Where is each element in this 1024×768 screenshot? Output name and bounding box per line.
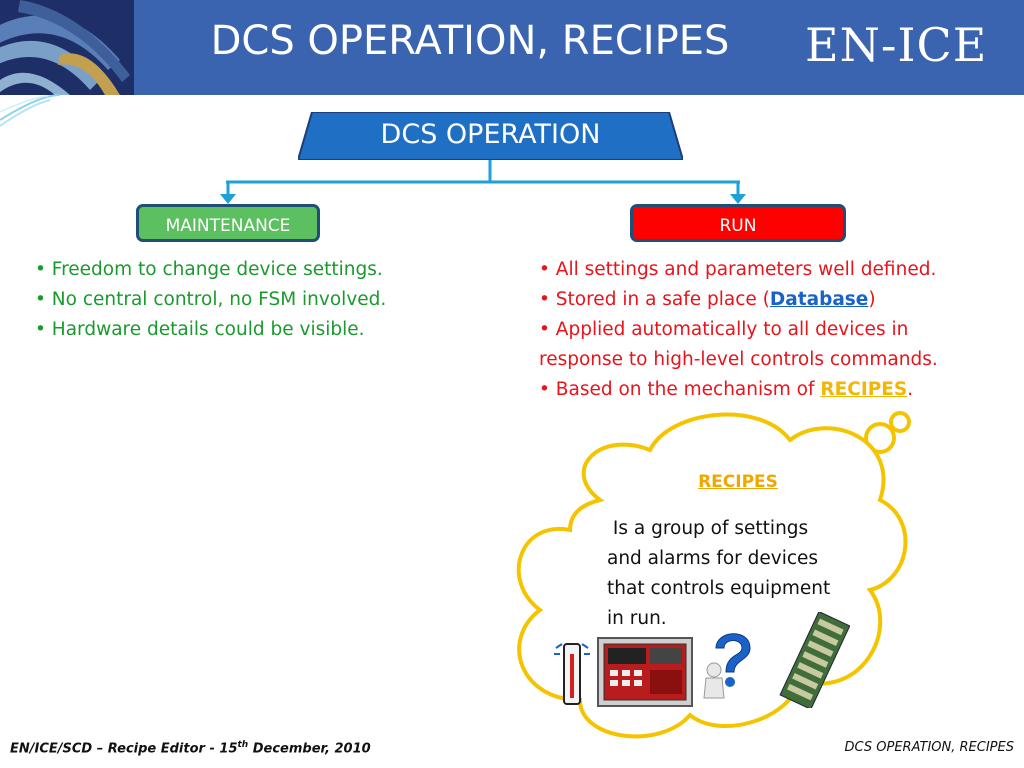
run-bullet: • Applied automatically to all devices i… — [539, 319, 909, 340]
brand-logo-text: EN-ICE — [805, 18, 988, 72]
accelerator-logo-icon — [0, 0, 134, 95]
device-panel-icon — [597, 637, 693, 707]
maintenance-node: MAINTENANCE — [136, 204, 320, 242]
dcs-operation-node: DCS OPERATION — [298, 112, 683, 160]
run-bullet-list: • All settings and parameters well defin… — [539, 255, 938, 405]
maintenance-bullet: • Hardware details could be visible. — [35, 319, 365, 340]
run-bullet: • All settings and parameters well defin… — [539, 259, 937, 280]
maintenance-bullet-list: • Freedom to change device settings. • N… — [35, 255, 386, 345]
dcs-operation-label: DCS OPERATION — [380, 119, 601, 150]
run-bullet: • Stored in a safe place (Database) — [539, 289, 876, 310]
database-link[interactable]: Database — [769, 289, 869, 310]
cloud-title: RECIPES — [698, 472, 778, 492]
footer-right: DCS OPERATION, RECIPES — [844, 740, 1014, 755]
run-node: RUN — [630, 204, 846, 242]
run-bullet: • Based on the mechanism of RECIPES. — [539, 379, 914, 400]
question-person-icon — [703, 633, 751, 699]
decorative-swoosh — [0, 94, 61, 127]
slide-title: DCS OPERATION, RECIPES — [210, 18, 730, 64]
cloud-description: Is a group of settings and alarms for de… — [607, 518, 831, 629]
thermometer-icon — [554, 643, 590, 705]
run-bullet-continuation: response to high-level controls commands… — [539, 349, 938, 370]
slide-header: DCS OPERATION, RECIPES EN-ICE — [0, 0, 1024, 95]
maintenance-bullet: • No central control, no FSM involved. — [35, 289, 387, 310]
circuit-board-icon — [779, 612, 850, 708]
footer-left: EN/ICE/SCD – Recipe Editor - 15th Decemb… — [10, 740, 371, 757]
maintenance-bullet: • Freedom to change device settings. — [35, 259, 383, 280]
recipes-link[interactable]: RECIPES — [820, 379, 908, 400]
